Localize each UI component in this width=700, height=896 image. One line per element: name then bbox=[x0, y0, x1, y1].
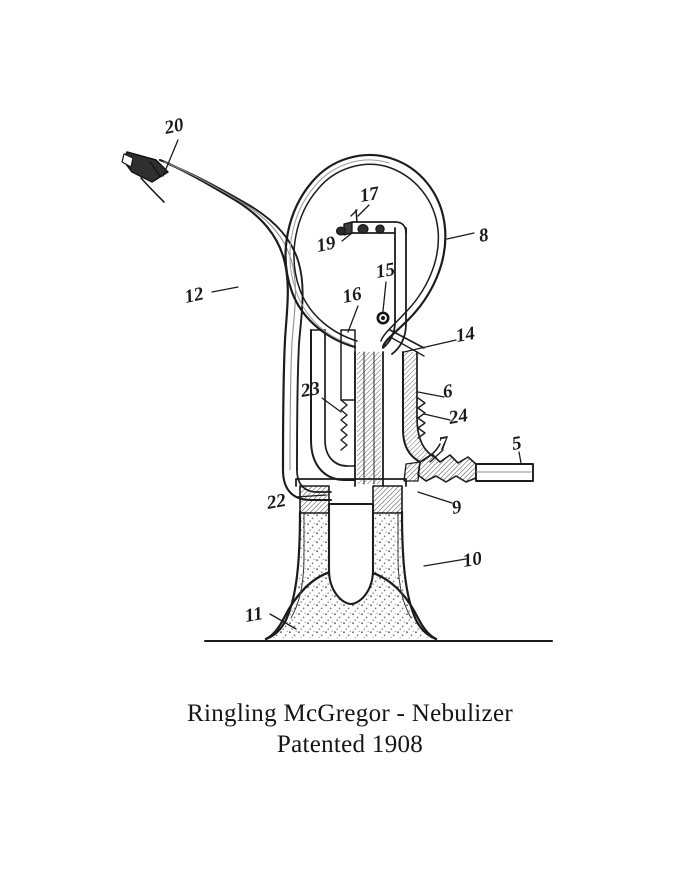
figure-caption: Ringling McGregor - Nebulizer Patented 1… bbox=[0, 698, 700, 760]
leader-9 bbox=[417, 491, 453, 504]
numeral-11: 11 bbox=[243, 603, 264, 627]
leader-lines bbox=[162, 139, 522, 630]
leader-22 bbox=[295, 494, 327, 498]
leader-23 bbox=[321, 397, 342, 413]
leader-24 bbox=[423, 413, 451, 421]
numeral-22: 22 bbox=[264, 490, 288, 514]
leader-10 bbox=[423, 558, 467, 567]
numeral-5: 5 bbox=[510, 433, 523, 455]
leader-17 bbox=[357, 204, 370, 217]
numeral-19: 19 bbox=[315, 232, 338, 257]
leader-16 bbox=[347, 305, 359, 333]
numeral-17: 17 bbox=[358, 183, 382, 207]
reservoir-and-base bbox=[264, 502, 438, 641]
numeral-9: 9 bbox=[450, 497, 463, 519]
numeral-24: 24 bbox=[446, 405, 469, 429]
air-inlet-nipple bbox=[403, 453, 534, 483]
inner-jet-tube bbox=[335, 209, 425, 401]
leader-6 bbox=[417, 391, 445, 398]
numeral-8: 8 bbox=[477, 225, 490, 247]
threaded-collar bbox=[402, 351, 441, 463]
numeral-20: 20 bbox=[162, 114, 186, 139]
caption-line-date: Patented 1908 bbox=[276, 731, 424, 758]
nebulizer-figure: 20 12 17 19 8 15 16 14 23 6 24 7 5 22 9 … bbox=[121, 114, 554, 643]
leader-8 bbox=[446, 232, 475, 240]
leader-14 bbox=[403, 339, 457, 353]
leader-20 bbox=[162, 139, 179, 177]
numeral-15: 15 bbox=[374, 259, 397, 283]
numeral-6: 6 bbox=[441, 381, 454, 403]
flexible-tube-assembly bbox=[121, 151, 333, 502]
numeral-14: 14 bbox=[454, 323, 476, 347]
numeral-16: 16 bbox=[341, 283, 364, 308]
numeral-7: 7 bbox=[437, 432, 451, 455]
leader-15 bbox=[382, 281, 387, 312]
bulb-chamber bbox=[284, 154, 447, 349]
leader-12 bbox=[211, 286, 239, 293]
numeral-23: 23 bbox=[298, 378, 321, 402]
leader-7 bbox=[429, 449, 444, 463]
leader-5 bbox=[518, 451, 522, 464]
central-stem bbox=[354, 351, 384, 487]
leader-19 bbox=[341, 232, 353, 242]
caption-line-title: Ringling McGregor - Nebulizer bbox=[187, 700, 513, 727]
leader-11 bbox=[269, 613, 297, 630]
figure-area: 20 12 17 19 8 15 16 14 23 6 24 7 5 22 9 … bbox=[121, 114, 554, 643]
numeral-10: 10 bbox=[461, 548, 484, 572]
numeral-12: 12 bbox=[183, 283, 206, 308]
u-bend-tube bbox=[310, 329, 356, 481]
